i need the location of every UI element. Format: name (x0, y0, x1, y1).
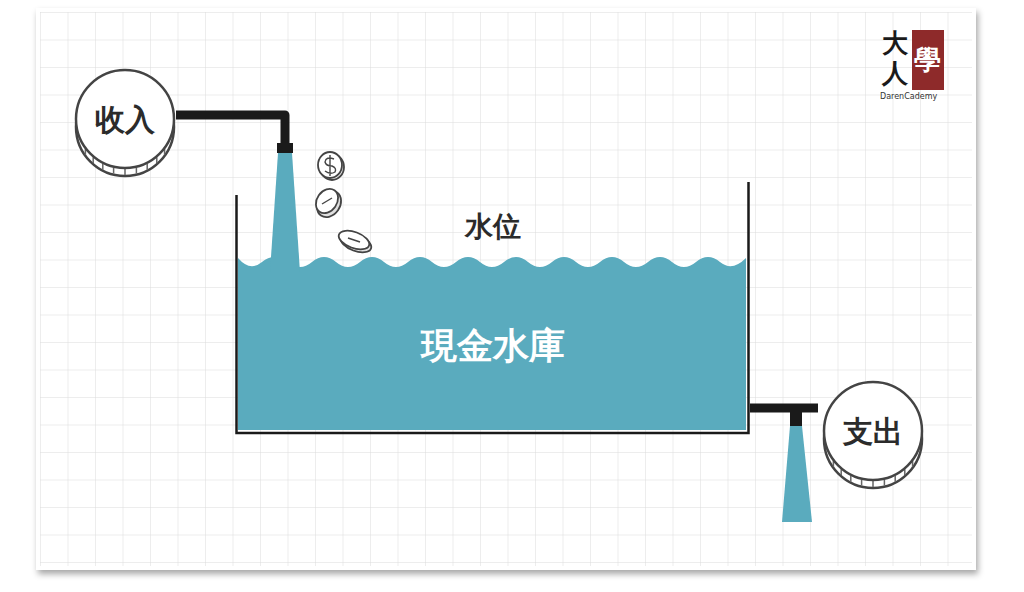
grid (40, 12, 972, 566)
level-label: 水位 (235, 208, 750, 246)
logo-char: 大 (882, 30, 908, 56)
water-stream (782, 426, 812, 522)
coin-circle: 支出 (818, 380, 928, 490)
logo-char: 學 (914, 46, 941, 73)
card (36, 8, 976, 570)
logo-text: DarenCademy (880, 93, 937, 101)
cash-reservoir: 水位現金水庫 (235, 150, 750, 435)
logo-char: 人 (882, 60, 908, 86)
node-label: 收入 (95, 100, 155, 141)
coin-icon (311, 185, 346, 222)
tank-outline (235, 150, 750, 435)
water-stream (270, 153, 300, 272)
pipe (750, 404, 818, 413)
logo-box (912, 30, 944, 90)
coin-icon (336, 227, 374, 256)
reservoir-label: 現金水庫 (235, 322, 750, 371)
node-label: 支出 (843, 412, 903, 453)
coin-circle: 收入 (70, 68, 180, 178)
pipe (176, 115, 285, 150)
coin-icon (318, 152, 344, 180)
